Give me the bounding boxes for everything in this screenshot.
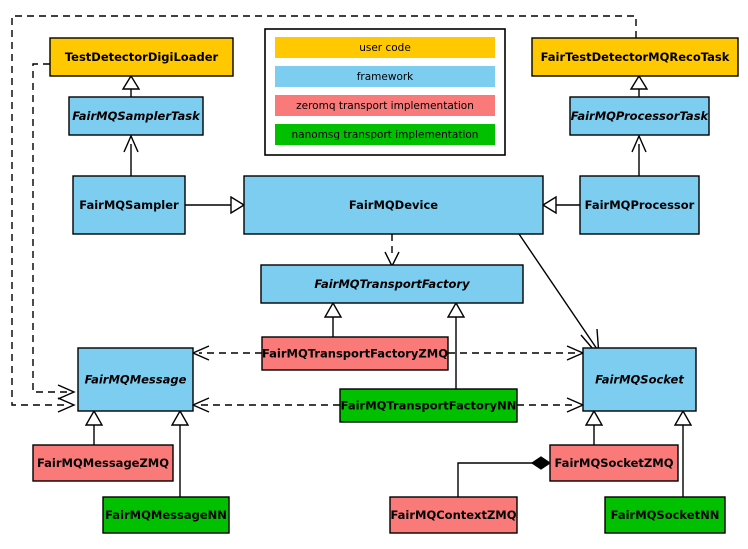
class-node-box — [569, 96, 710, 136]
class-node-box — [549, 444, 679, 482]
edge-socketzmq-to-contextzmq-diamond — [530, 456, 552, 470]
class-node-fairmqtransportfactorynn[interactable]: FairMQTransportFactoryNN — [339, 388, 518, 423]
edge-socketzmq-to-contextzmq — [457, 462, 534, 497]
legend-entry-2: zeromq transport implementation — [275, 95, 495, 116]
edge-processortask-to-recotask-arrowhead — [629, 74, 649, 90]
edge-tfnn-to-transportfactory-arrowhead — [446, 301, 466, 318]
class-node-fairmqmessage[interactable]: FairMQMessage — [77, 347, 194, 412]
class-node-box — [77, 347, 194, 412]
class-node-label: TestDetectorDigiLoader — [65, 50, 219, 64]
edge-processor-to-device-arrowhead — [541, 195, 557, 215]
edge-device-to-transportfactory-arrowhead — [384, 251, 400, 268]
edge-recotask-to-message-arrowhead — [57, 397, 76, 413]
class-node-label: FairMQProcessorTask — [571, 109, 710, 123]
legend: user code framework zeromq transport imple… — [264, 28, 506, 156]
class-node-fairmqsocket[interactable]: FairMQSocket — [582, 347, 697, 412]
class-node-fairmqdevice[interactable]: FairMQDevice — [243, 175, 544, 235]
edge-socketnn-to-socket-arrowhead — [673, 409, 693, 426]
edge-sampler-to-samplertask-arrowhead — [123, 134, 139, 153]
class-node-fairmqmessagezmq[interactable]: FairMQMessageZMQ — [32, 444, 174, 482]
legend-label: zeromq transport implementation — [296, 100, 474, 112]
class-node-box — [582, 347, 697, 412]
class-node-box — [604, 496, 726, 534]
edge-tfzmq-to-transportfactory-arrowhead — [323, 301, 343, 318]
class-node-box — [261, 336, 449, 371]
class-node-box — [102, 496, 230, 534]
class-node-box — [579, 175, 700, 235]
edge-messagenn-to-message-arrowhead — [170, 409, 190, 426]
edge-samplertask-to-digiloader-arrowhead — [121, 74, 141, 90]
class-node-label: FairMQTransportFactoryZMQ — [262, 347, 448, 361]
class-node-box — [72, 175, 186, 235]
class-node-testdetectordigiloader[interactable]: TestDetectorDigiLoader — [49, 37, 234, 77]
class-node-label: FairMQSocketNN — [611, 508, 720, 522]
class-node-label: FairMQMessageZMQ — [37, 456, 169, 470]
class-node-fairmqsampler[interactable]: FairMQSampler — [72, 175, 186, 235]
edge-digiloader-to-message-arrowhead — [57, 384, 76, 400]
class-node-box — [260, 264, 524, 304]
class-node-fairmqsocketzmq[interactable]: FairMQSocketZMQ — [549, 444, 679, 482]
legend-label: user code — [359, 42, 411, 54]
class-node-label: FairMQSamplerTask — [72, 109, 201, 123]
edge-sampler-to-device-arrowhead — [230, 195, 246, 215]
class-node-fairmqtransportfactory[interactable]: FairMQTransportFactory — [260, 264, 524, 304]
class-node-label: FairTestDetectorMQRecoTask — [541, 50, 730, 64]
edge-socketzmq-to-socket-arrowhead — [584, 409, 604, 426]
class-node-label: FairMQTransportFactoryNN — [341, 399, 517, 413]
edge-recotask-to-message — [11, 15, 637, 406]
legend-swatch — [275, 95, 495, 116]
class-node-fairmqprocessortask[interactable]: FairMQProcessorTask — [569, 96, 710, 136]
legend-swatch — [275, 124, 495, 145]
class-node-box — [339, 388, 518, 423]
class-node-label: FairMQSampler — [79, 198, 179, 212]
class-node-label: FairMQContextZMQ — [390, 508, 516, 522]
class-node-fairmqmessagenn[interactable]: FairMQMessageNN — [102, 496, 230, 534]
class-node-layer: TestDetectorDigiLoader FairTestDetectorMQ… — [32, 37, 739, 534]
edge-group-solid — [84, 74, 693, 497]
legend-entry-1: framework — [275, 66, 495, 87]
class-node-fairmqprocessor[interactable]: FairMQProcessor — [579, 175, 700, 235]
legend-swatch — [275, 66, 495, 87]
edge-device-to-socket — [518, 233, 598, 350]
edge-messagezmq-to-message-arrowhead — [84, 409, 104, 426]
class-node-label: FairMQSocket — [595, 373, 684, 387]
class-node-box — [243, 175, 544, 235]
legend-entry-0: user code — [275, 37, 495, 58]
class-node-box — [68, 96, 204, 136]
legend-entry-3: nanomsg transport implementation — [275, 124, 495, 145]
legend-label: framework — [357, 71, 414, 83]
class-node-label: FairMQDevice — [349, 198, 438, 212]
class-node-fairmqcontextzmq[interactable]: FairMQContextZMQ — [389, 496, 518, 534]
class-node-label: FairMQTransportFactory — [314, 277, 470, 291]
class-node-fairtestdetectormqrecotask[interactable]: FairTestDetectorMQRecoTask — [531, 37, 739, 77]
class-node-label: FairMQProcessor — [585, 198, 695, 212]
class-node-box — [32, 444, 174, 482]
class-node-fairmqsamplertask[interactable]: FairMQSamplerTask — [68, 96, 204, 136]
class-node-label: FairMQMessageNN — [105, 508, 227, 522]
class-node-fairmqsocketnn[interactable]: FairMQSocketNN — [604, 496, 726, 534]
class-node-box — [49, 37, 234, 77]
edge-processor-to-processortask-arrowhead — [631, 134, 647, 153]
class-node-box — [531, 37, 739, 77]
class-node-box — [389, 496, 518, 534]
legend-label: nanomsg transport implementation — [292, 129, 479, 141]
class-node-fairmqtransportfactoryzmq[interactable]: FairMQTransportFactoryZMQ — [261, 336, 449, 371]
edge-digiloader-to-message — [32, 63, 68, 393]
legend-swatch — [275, 37, 495, 58]
class-node-label: FairMQSocketZMQ — [555, 456, 674, 470]
class-node-label: FairMQMessage — [85, 373, 187, 387]
